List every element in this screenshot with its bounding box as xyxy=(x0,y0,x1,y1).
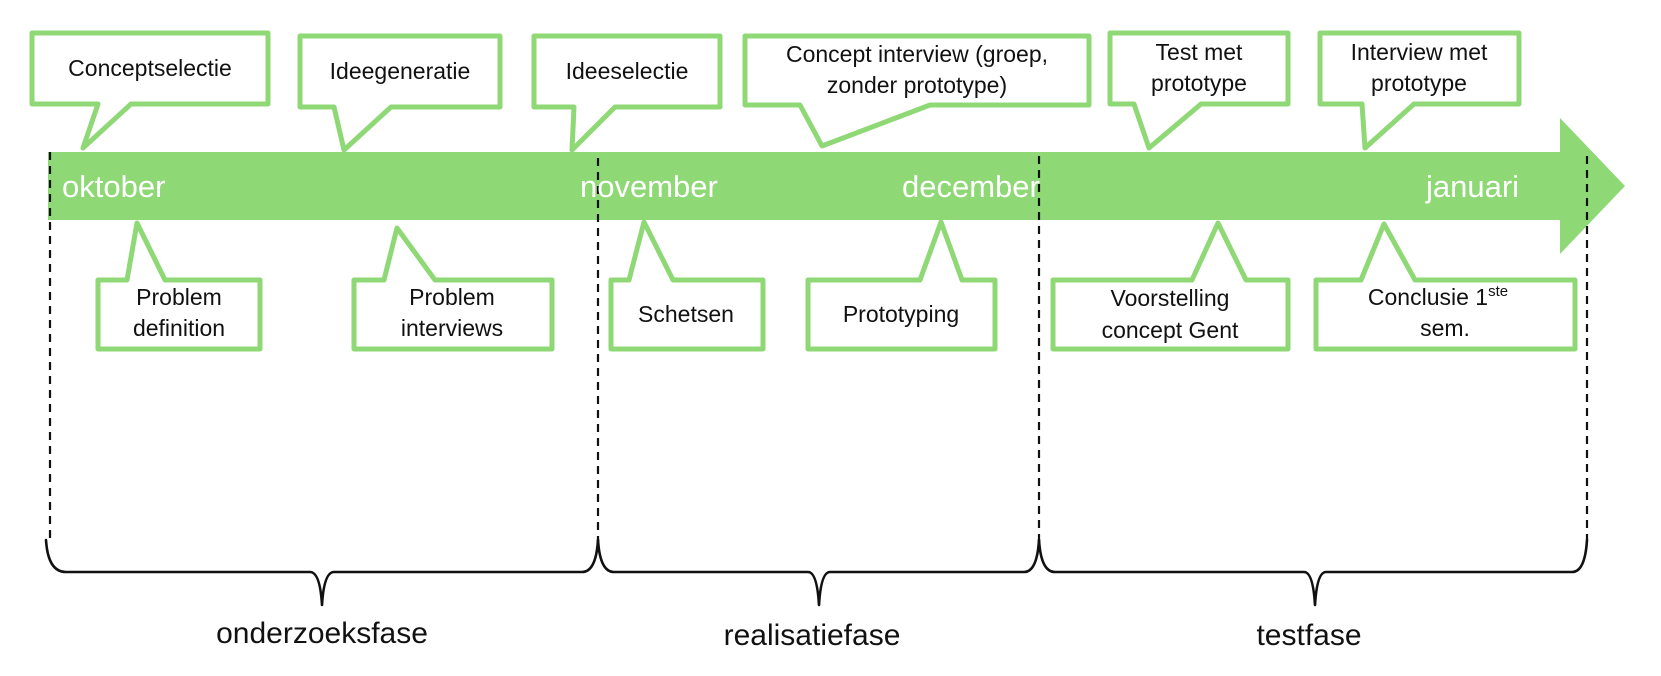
phase-divider-lines xyxy=(48,152,1589,540)
label-voorstelling-2: concept Gent xyxy=(1102,317,1239,343)
timeline-arrow xyxy=(48,118,1625,254)
label-concept-interview-2: zonder prototype) xyxy=(827,72,1007,98)
phase-testfase: testfase xyxy=(1256,619,1361,652)
label-ideeselectie: Ideeselectie xyxy=(566,58,689,84)
callout-voorstelling xyxy=(1050,220,1291,352)
label-problem-definition-2: definition xyxy=(133,315,225,341)
label-interview-prototype-1: Interview met xyxy=(1351,39,1488,65)
label-test-prototype-2: prototype xyxy=(1151,70,1247,96)
label-ideegeneratie: Ideegeneratie xyxy=(330,58,471,84)
month-november: november xyxy=(580,169,718,204)
label-conceptselectie: Conceptselectie xyxy=(68,55,232,81)
callout-problem-definition xyxy=(95,220,263,352)
month-januari: januari xyxy=(1425,169,1519,204)
phase-onderzoeksfase: onderzoeksfase xyxy=(216,617,428,650)
callout-ideegeneratie xyxy=(297,33,503,153)
label-problem-interviews-2: interviews xyxy=(401,315,503,341)
conclusie-superscript: ste xyxy=(1488,283,1508,300)
callout-conceptselectie xyxy=(29,30,271,151)
month-december: december xyxy=(902,169,1040,204)
callout-schetsen xyxy=(608,219,766,352)
callout-ideeselectie xyxy=(531,33,723,153)
label-schetsen: Schetsen xyxy=(638,301,734,327)
label-interview-prototype-2: prototype xyxy=(1371,70,1467,96)
callout-problem-interviews xyxy=(351,225,555,352)
callout-conclusie xyxy=(1313,221,1578,352)
label-problem-interviews-1: Problem xyxy=(409,284,495,310)
label-conclusie-1: Conclusie 1ste xyxy=(1368,283,1508,310)
callout-test-met-prototype xyxy=(1107,30,1291,151)
phase-realisatiefase: realisatiefase xyxy=(724,619,901,652)
brace-testfase xyxy=(1037,538,1589,607)
label-concept-interview-1: Concept interview (groep, xyxy=(786,41,1048,67)
brace-onderzoeksfase xyxy=(44,538,600,607)
label-problem-definition-1: Problem xyxy=(136,284,222,310)
conclusie-main-text: Conclusie 1 xyxy=(1368,284,1488,310)
label-voorstelling-1: Voorstelling xyxy=(1111,285,1230,311)
brace-realisatiefase xyxy=(596,538,1041,607)
label-test-prototype-1: Test met xyxy=(1156,39,1244,65)
month-oktober: oktober xyxy=(62,169,165,204)
label-conclusie-2: sem. xyxy=(1420,315,1470,341)
callout-interview-met-prototype xyxy=(1317,30,1522,151)
callout-concept-interview xyxy=(742,33,1092,149)
callout-prototyping xyxy=(805,219,998,352)
label-prototyping: Prototyping xyxy=(843,301,959,327)
